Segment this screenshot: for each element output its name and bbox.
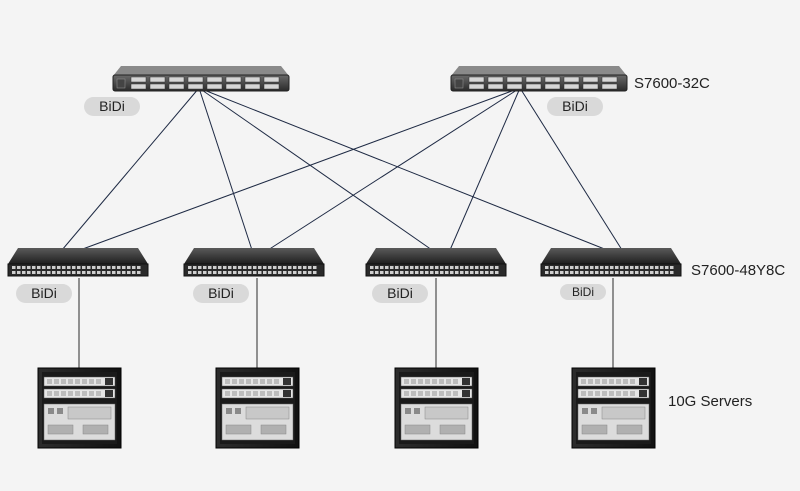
link-spine-2-leaf-4 [519, 87, 623, 251]
server-3-rack [394, 367, 479, 449]
leaf-2-bidi-badge: BiDi [193, 284, 249, 303]
leaf-2-switch [183, 248, 325, 277]
leaf-4-switch [540, 248, 682, 277]
leaf-model-label: S7600-48Y8C [691, 262, 786, 279]
link-spine-1-leaf-4 [198, 87, 608, 251]
spine-1-bidi-badge: BiDi [84, 97, 140, 116]
link-spine-1-leaf-3 [198, 87, 433, 251]
link-spine-2-leaf-1 [79, 87, 521, 251]
link-spine-1-leaf-2 [198, 87, 253, 251]
servers-label: 10G Servers [668, 393, 753, 410]
leaf-3-bidi-badge: BiDi [372, 284, 428, 303]
devices-layer [7, 66, 682, 449]
spine-2-switch [450, 66, 628, 92]
leaf-3-switch [365, 248, 507, 277]
server-2-rack [215, 367, 300, 449]
leaf-1-bidi-badge: BiDi [16, 284, 72, 303]
link-spine-2-leaf-3 [449, 87, 521, 251]
spine-2-bidi-badge: BiDi [547, 97, 603, 116]
server-4-rack [571, 367, 656, 449]
links-layer [61, 87, 623, 368]
link-spine-2-leaf-2 [267, 87, 521, 251]
spine-model-label: S7600-32C [634, 75, 710, 92]
leaf-4-bidi-badge: BiDi [560, 284, 606, 300]
leaf-1-switch [7, 248, 149, 277]
server-1-rack [37, 367, 122, 449]
spine-1-switch [112, 66, 290, 92]
link-spine-1-leaf-1 [61, 87, 200, 251]
